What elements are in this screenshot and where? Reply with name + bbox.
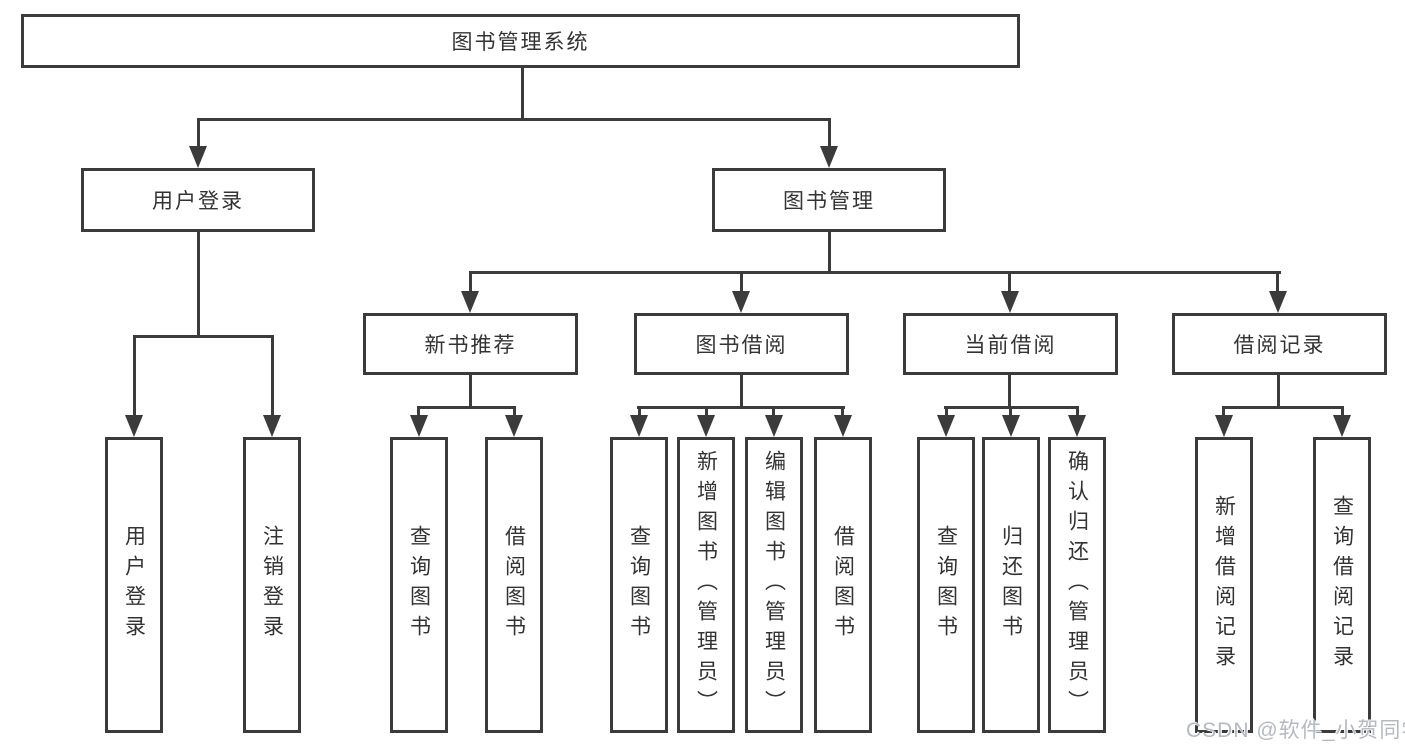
leaf-rc-query-record: 查询借阅记录 <box>1313 437 1371 733</box>
arrowhead-rc-add <box>1215 415 1233 437</box>
leaf-label: 新增图书（管理员） <box>694 450 718 720</box>
leaf-label: 编辑图书（管理员） <box>762 450 786 720</box>
leaf-label: 查询借阅记录 <box>1330 495 1354 675</box>
arrowhead-bw-edit <box>765 415 783 437</box>
arrowhead-cu-return <box>1002 415 1020 437</box>
arrowhead-cu-confirm <box>1068 415 1086 437</box>
leaf-bw-borrow-book: 借阅图书 <box>814 437 872 733</box>
arrowhead-book-mgmt <box>820 146 838 168</box>
edge-borrow-record-stub <box>1277 375 1280 407</box>
leaf-cu-confirm-return-admin: 确认归还（管理员） <box>1048 437 1106 733</box>
edge-borrow-record-bar <box>1222 406 1344 409</box>
arrowhead-bw-borrow <box>834 415 852 437</box>
node-label: 新书推荐 <box>424 334 517 357</box>
leaf-rc-add-record: 新增借阅记录 <box>1195 437 1253 733</box>
edge-drop-bw-add <box>705 406 708 417</box>
edge-root-stub <box>521 68 524 118</box>
leaf-label: 新增借阅记录 <box>1212 495 1236 675</box>
leaf-label: 查询图书 <box>407 525 431 645</box>
leaf-user-login: 用户登录 <box>105 437 163 733</box>
arrowhead-bw-query <box>630 415 648 437</box>
leaf-label: 用户登录 <box>122 525 146 645</box>
csdn-watermark: CSDN @软件_小贺同学 <box>1186 719 1405 742</box>
leaf-label: 查询图书 <box>627 525 651 645</box>
leaf-logout: 注销登录 <box>243 437 301 733</box>
leaf-label: 注销登录 <box>260 525 284 645</box>
edge-book-mgmt-stub <box>828 232 831 273</box>
node-borrow-record: 借阅记录 <box>1172 313 1387 375</box>
leaf-label: 借阅图书 <box>831 525 855 645</box>
leaf-label: 查询图书 <box>934 525 958 645</box>
arrowhead-bw-add <box>697 415 715 437</box>
edge-drop-new-book <box>469 271 472 293</box>
edge-drop-cu-query <box>945 406 948 417</box>
node-book-mgmt: 图书管理 <box>712 168 946 232</box>
edge-book-borrow-bar <box>637 406 845 409</box>
arrowhead-rc-query <box>1333 415 1351 437</box>
edge-drop-borrow-record <box>1276 271 1279 293</box>
arrowhead-book-borrow <box>732 291 750 313</box>
edge-book-borrow-stub <box>740 375 743 407</box>
leaf-nb-borrow-book: 借阅图书 <box>485 437 543 733</box>
edge-drop-nb-query <box>417 406 420 417</box>
arrowhead-nb-query <box>410 415 428 437</box>
edge-drop-bw-query <box>638 406 641 417</box>
edge-drop-cu-confirm <box>1076 406 1079 417</box>
arrowhead-cu-query <box>937 415 955 437</box>
node-label: 图书管理 <box>783 190 875 213</box>
leaf-bw-add-book-admin: 新增图书（管理员） <box>677 437 735 733</box>
leaf-cu-query-book: 查询图书 <box>917 437 975 733</box>
leaf-label: 确认归还（管理员） <box>1065 450 1089 720</box>
edge-drop-bw-borrow <box>841 406 844 417</box>
node-root-system: 图书管理系统 <box>21 14 1020 68</box>
edge-level2-bar <box>197 118 831 121</box>
edge-user-login-bar <box>133 335 274 338</box>
edge-drop-rc-add <box>1222 406 1225 417</box>
leaf-cu-return-book: 归还图书 <box>982 437 1040 733</box>
node-label: 借阅记录 <box>1233 334 1326 357</box>
arrowhead-user-login <box>189 146 207 168</box>
edge-new-book-bar <box>417 406 516 409</box>
leaf-bw-edit-book-admin: 编辑图书（管理员） <box>745 437 803 733</box>
arrowhead-new-book <box>461 291 479 313</box>
edge-current-borrow-stub <box>1008 375 1011 407</box>
leaf-bw-query-book: 查询图书 <box>610 437 668 733</box>
edge-user-login-stub <box>197 232 200 336</box>
node-label: 当前借阅 <box>964 334 1057 357</box>
arrowhead-current-borrow <box>1001 291 1019 313</box>
node-current-borrow: 当前借阅 <box>903 313 1118 375</box>
edge-level3-bar <box>469 271 1281 274</box>
edge-drop-login-leaf <box>133 335 136 417</box>
leaf-label: 归还图书 <box>999 525 1023 645</box>
edge-drop-current-borrow <box>1008 271 1011 293</box>
edge-drop-user-login <box>197 118 200 150</box>
leaf-nb-query-book: 查询图书 <box>390 437 448 733</box>
edge-drop-bw-edit <box>772 406 775 417</box>
node-label: 用户登录 <box>152 190 244 213</box>
node-book-borrow: 图书借阅 <box>634 313 849 375</box>
arrowhead-borrow-record <box>1269 291 1287 313</box>
node-label: 图书借阅 <box>695 334 788 357</box>
edge-drop-logout-leaf <box>271 335 274 417</box>
edge-drop-rc-query <box>1341 406 1344 417</box>
edge-new-book-stub <box>469 375 472 407</box>
node-new-book: 新书推荐 <box>363 313 578 375</box>
arrowhead-login-leaf <box>125 415 143 437</box>
edge-drop-cu-return <box>1009 406 1012 417</box>
arrowhead-logout-leaf <box>263 415 281 437</box>
edge-drop-book-borrow <box>740 271 743 293</box>
arrowhead-nb-borrow <box>505 415 523 437</box>
node-user-login: 用户登录 <box>81 168 315 232</box>
edge-drop-book-mgmt <box>828 118 831 150</box>
leaf-label: 借阅图书 <box>502 525 526 645</box>
edge-drop-nb-borrow <box>513 406 516 417</box>
node-label: 图书管理系统 <box>451 31 590 54</box>
